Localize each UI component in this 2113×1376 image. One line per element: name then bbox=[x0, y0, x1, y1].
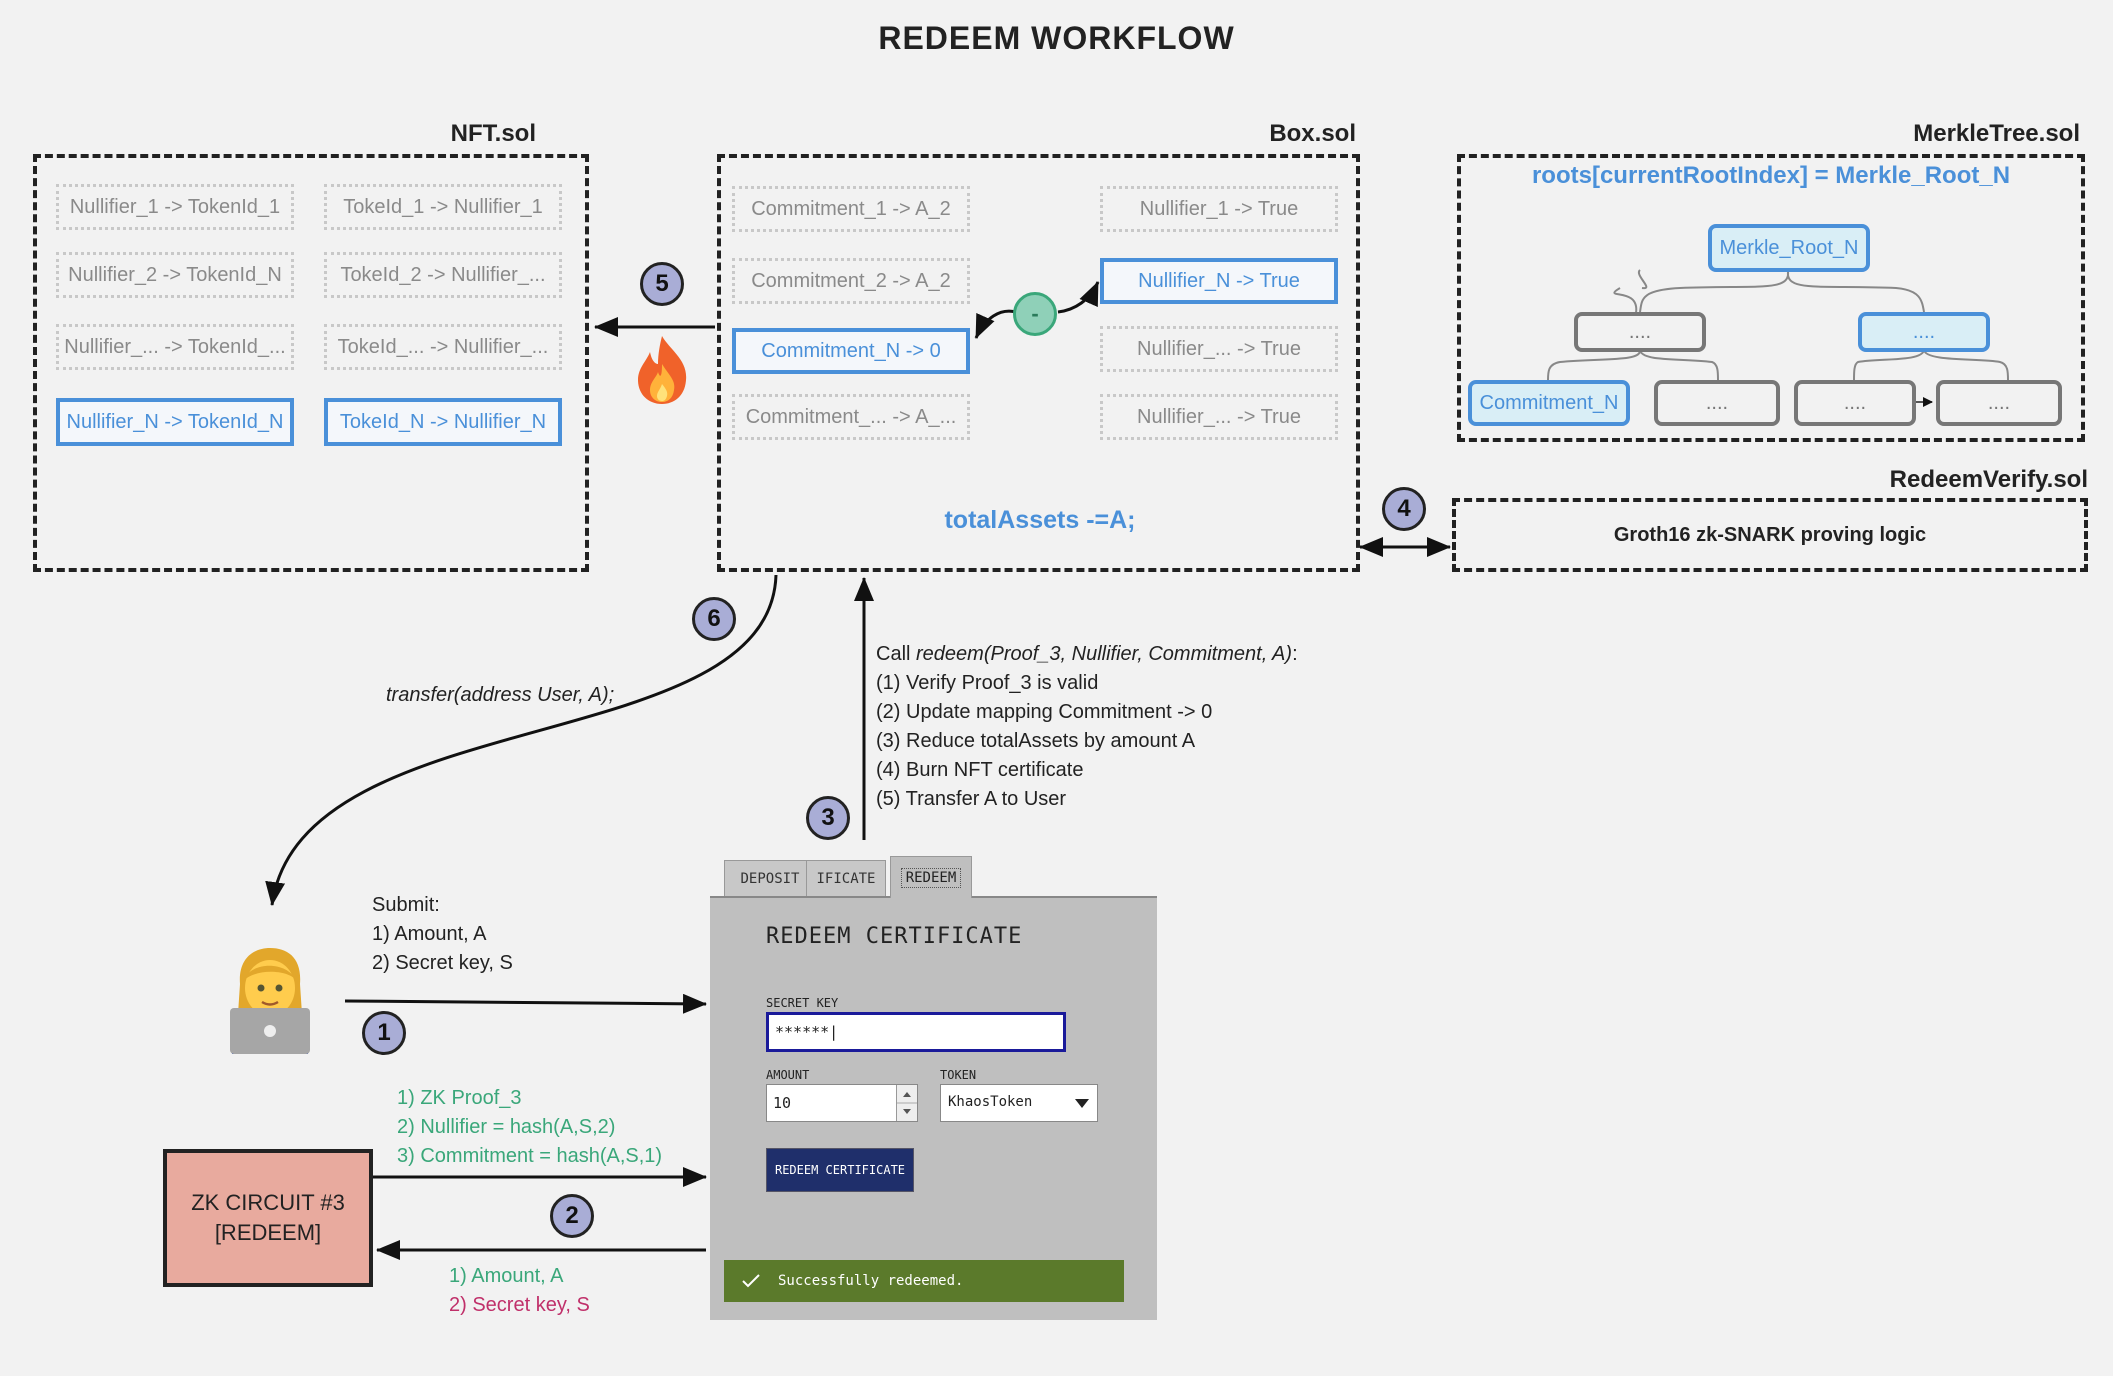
submit-text: Submit: 1) Amount, A 2) Secret key, S bbox=[372, 894, 513, 974]
merkle-root-node: Merkle_Root_N bbox=[1708, 224, 1870, 272]
merkle-leaf: .... bbox=[1936, 380, 2062, 426]
success-banner: Successfully redeemed. bbox=[724, 1260, 1124, 1302]
spinner-arrows-icon[interactable] bbox=[896, 1085, 917, 1121]
token-label: TOKEN bbox=[940, 1068, 977, 1082]
nft-reverse-mapping-cell: TokeId_2 -> Nullifier_... bbox=[324, 252, 562, 298]
circuit-inputs-text: 1) Amount, A 2) Secret key, S bbox=[449, 1265, 590, 1316]
commitment-cell: Commitment_1 -> A_2 bbox=[732, 186, 970, 232]
arrow-minus-right bbox=[1057, 281, 1100, 314]
nullifier-cell: Nullifier_1 -> True bbox=[1100, 186, 1338, 232]
call-line: (4) Burn NFT certificate bbox=[876, 759, 1084, 781]
merkle-leaf: .... bbox=[1794, 380, 1916, 426]
fire-icon bbox=[630, 334, 694, 406]
call-line: (2) Update mapping Commitment -> 0 bbox=[876, 701, 1213, 723]
arrow-minus-left bbox=[974, 309, 1017, 339]
nft-mapping-cell: Nullifier_2 -> TokenId_N bbox=[56, 252, 294, 298]
roots-text: roots[currentRootIndex] = Merkle_Root_N bbox=[1531, 162, 2011, 189]
redeem-app-window: DEPOSIT IFICATE REDEEM REDEEM CERTIFICAT… bbox=[710, 854, 1157, 1320]
merkle-leaf-highlight: Commitment_N bbox=[1468, 380, 1630, 426]
arrow-transfer bbox=[265, 574, 778, 906]
call-line: (5) Transfer A to User bbox=[876, 788, 1067, 810]
step-badge-6: 6 bbox=[692, 597, 736, 641]
step-badge-2: 2 bbox=[550, 1194, 594, 1238]
circuit-title: ZK CIRCUIT #3 bbox=[191, 1190, 345, 1215]
verify-contract bbox=[1452, 498, 2088, 572]
form-heading: REDEEM CERTIFICATE bbox=[766, 924, 1023, 949]
tab-redeem-label: REDEEM bbox=[900, 867, 962, 888]
call-redeem-text: Call redeem(Proof_3, Nullifier, Commitme… bbox=[876, 640, 1298, 814]
token-select[interactable]: KhaosToken bbox=[940, 1084, 1098, 1122]
merkle-node-highlight: .... bbox=[1858, 312, 1990, 352]
merkle-contract-title: MerkleTree.sol bbox=[1913, 120, 2080, 147]
step-badge-4: 4 bbox=[1382, 487, 1426, 531]
amount-stepper[interactable]: 10 bbox=[766, 1084, 918, 1122]
zk-circuit-box: ZK CIRCUIT #3 [REDEEM] bbox=[163, 1149, 373, 1287]
nullifier-cell: Nullifier_... -> True bbox=[1100, 394, 1338, 440]
step-badge-5: 5 bbox=[640, 262, 684, 306]
success-message: Successfully redeemed. bbox=[778, 1273, 964, 1289]
tab-certificate[interactable]: IFICATE bbox=[806, 860, 886, 896]
tab-redeem[interactable]: REDEEM bbox=[890, 856, 972, 898]
nullifier-cell: Nullifier_... -> True bbox=[1100, 326, 1338, 372]
tab-deposit[interactable]: DEPOSIT bbox=[724, 860, 816, 896]
diagram-title: REDEEM WORKFLOW bbox=[878, 20, 1235, 56]
nullifier-cell-highlight: Nullifier_N -> True bbox=[1100, 258, 1338, 304]
redeem-certificate-button[interactable]: REDEEM CERTIFICATE bbox=[766, 1148, 914, 1192]
nft-reverse-mapping-cell-highlight: TokeId_N -> Nullifier_N bbox=[324, 398, 562, 446]
commitment-cell: Commitment_... -> A_... bbox=[732, 394, 970, 440]
user-laptop-icon bbox=[218, 944, 322, 1054]
box-contract-title: Box.sol bbox=[1269, 120, 1356, 147]
nft-reverse-mapping-cell: TokeId_... -> Nullifier_... bbox=[324, 324, 562, 370]
arrow-submit bbox=[344, 993, 707, 1014]
verify-text: Groth16 zk-SNARK proving logic bbox=[1613, 524, 1927, 546]
circuit-subtitle: [REDEEM] bbox=[214, 1220, 322, 1245]
dropdown-arrow-icon bbox=[1075, 1099, 1089, 1108]
nft-mapping-cell-highlight: Nullifier_N -> TokenId_N bbox=[56, 398, 294, 446]
merkle-leaf: .... bbox=[1654, 380, 1780, 426]
merkle-node: .... bbox=[1574, 312, 1706, 352]
call-line: (3) Reduce totalAssets by amount A bbox=[876, 730, 1196, 752]
box-contract bbox=[717, 154, 1360, 572]
nft-contract-title: NFT.sol bbox=[450, 120, 536, 147]
secret-key-label: SECRET KEY bbox=[766, 996, 839, 1010]
total-assets-text: totalAssets -=A; bbox=[944, 506, 1136, 534]
minus-operator: - bbox=[1013, 292, 1057, 336]
call-line: (1) Verify Proof_3 is valid bbox=[876, 672, 1099, 694]
nft-mapping-cell: Nullifier_1 -> TokenId_1 bbox=[56, 184, 294, 230]
commitment-cell-highlight: Commitment_N -> 0 bbox=[732, 328, 970, 374]
commitment-cell: Commitment_2 -> A_2 bbox=[732, 258, 970, 304]
verify-contract-title: RedeemVerify.sol bbox=[1889, 466, 2088, 493]
step-badge-1: 1 bbox=[362, 1011, 406, 1055]
nft-reverse-mapping-cell: TokeId_1 -> Nullifier_1 bbox=[324, 184, 562, 230]
amount-value: 10 bbox=[773, 1094, 792, 1112]
check-icon bbox=[742, 1274, 760, 1288]
transfer-text: transfer(address User, A); bbox=[386, 684, 615, 706]
proof-outputs-text: 1) ZK Proof_3 2) Nullifier = hash(A,S,2)… bbox=[397, 1087, 663, 1167]
step-badge-3: 3 bbox=[806, 796, 850, 840]
amount-label: AMOUNT bbox=[766, 1068, 810, 1082]
secret-key-input[interactable]: ******| bbox=[766, 1012, 1066, 1052]
token-value: KhaosToken bbox=[948, 1094, 1033, 1110]
merkle-contract bbox=[1457, 154, 2085, 442]
nft-mapping-cell: Nullifier_... -> TokenId_... bbox=[56, 324, 294, 370]
merkle-brace-top bbox=[1613, 269, 1648, 314]
nft-contract bbox=[33, 154, 589, 572]
